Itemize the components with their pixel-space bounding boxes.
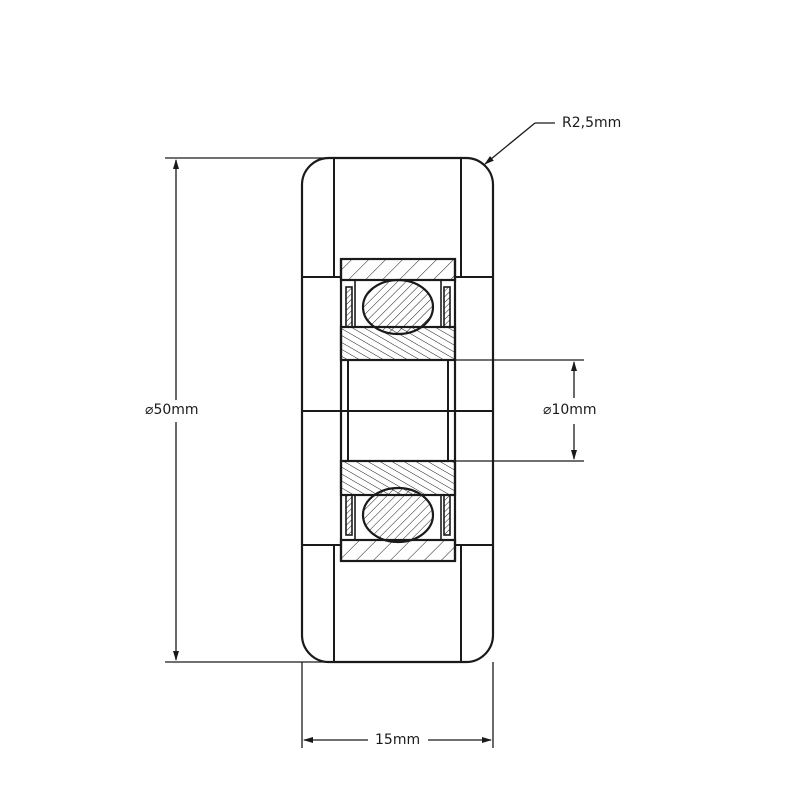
radius-label: R2,5mm — [562, 115, 622, 131]
bearing — [339, 257, 457, 563]
bore-diameter-value: 10mm — [551, 402, 597, 418]
ball-top — [361, 278, 435, 336]
diameter-symbol-icon: ⌀ — [145, 402, 154, 418]
dim-radius-leader — [484, 122, 555, 165]
dim-bore-diameter — [455, 359, 584, 462]
ball-bottom — [361, 486, 435, 544]
diameter-symbol-icon: ⌀ — [543, 402, 552, 418]
outer-diameter-label: ⌀50mm — [145, 402, 199, 418]
dim-width — [301, 662, 494, 748]
wheel-body — [300, 156, 495, 664]
outer-diameter-value: 50mm — [153, 402, 199, 418]
width-label: 15mm — [375, 732, 421, 748]
bore-diameter-label: ⌀10mm — [543, 402, 597, 418]
